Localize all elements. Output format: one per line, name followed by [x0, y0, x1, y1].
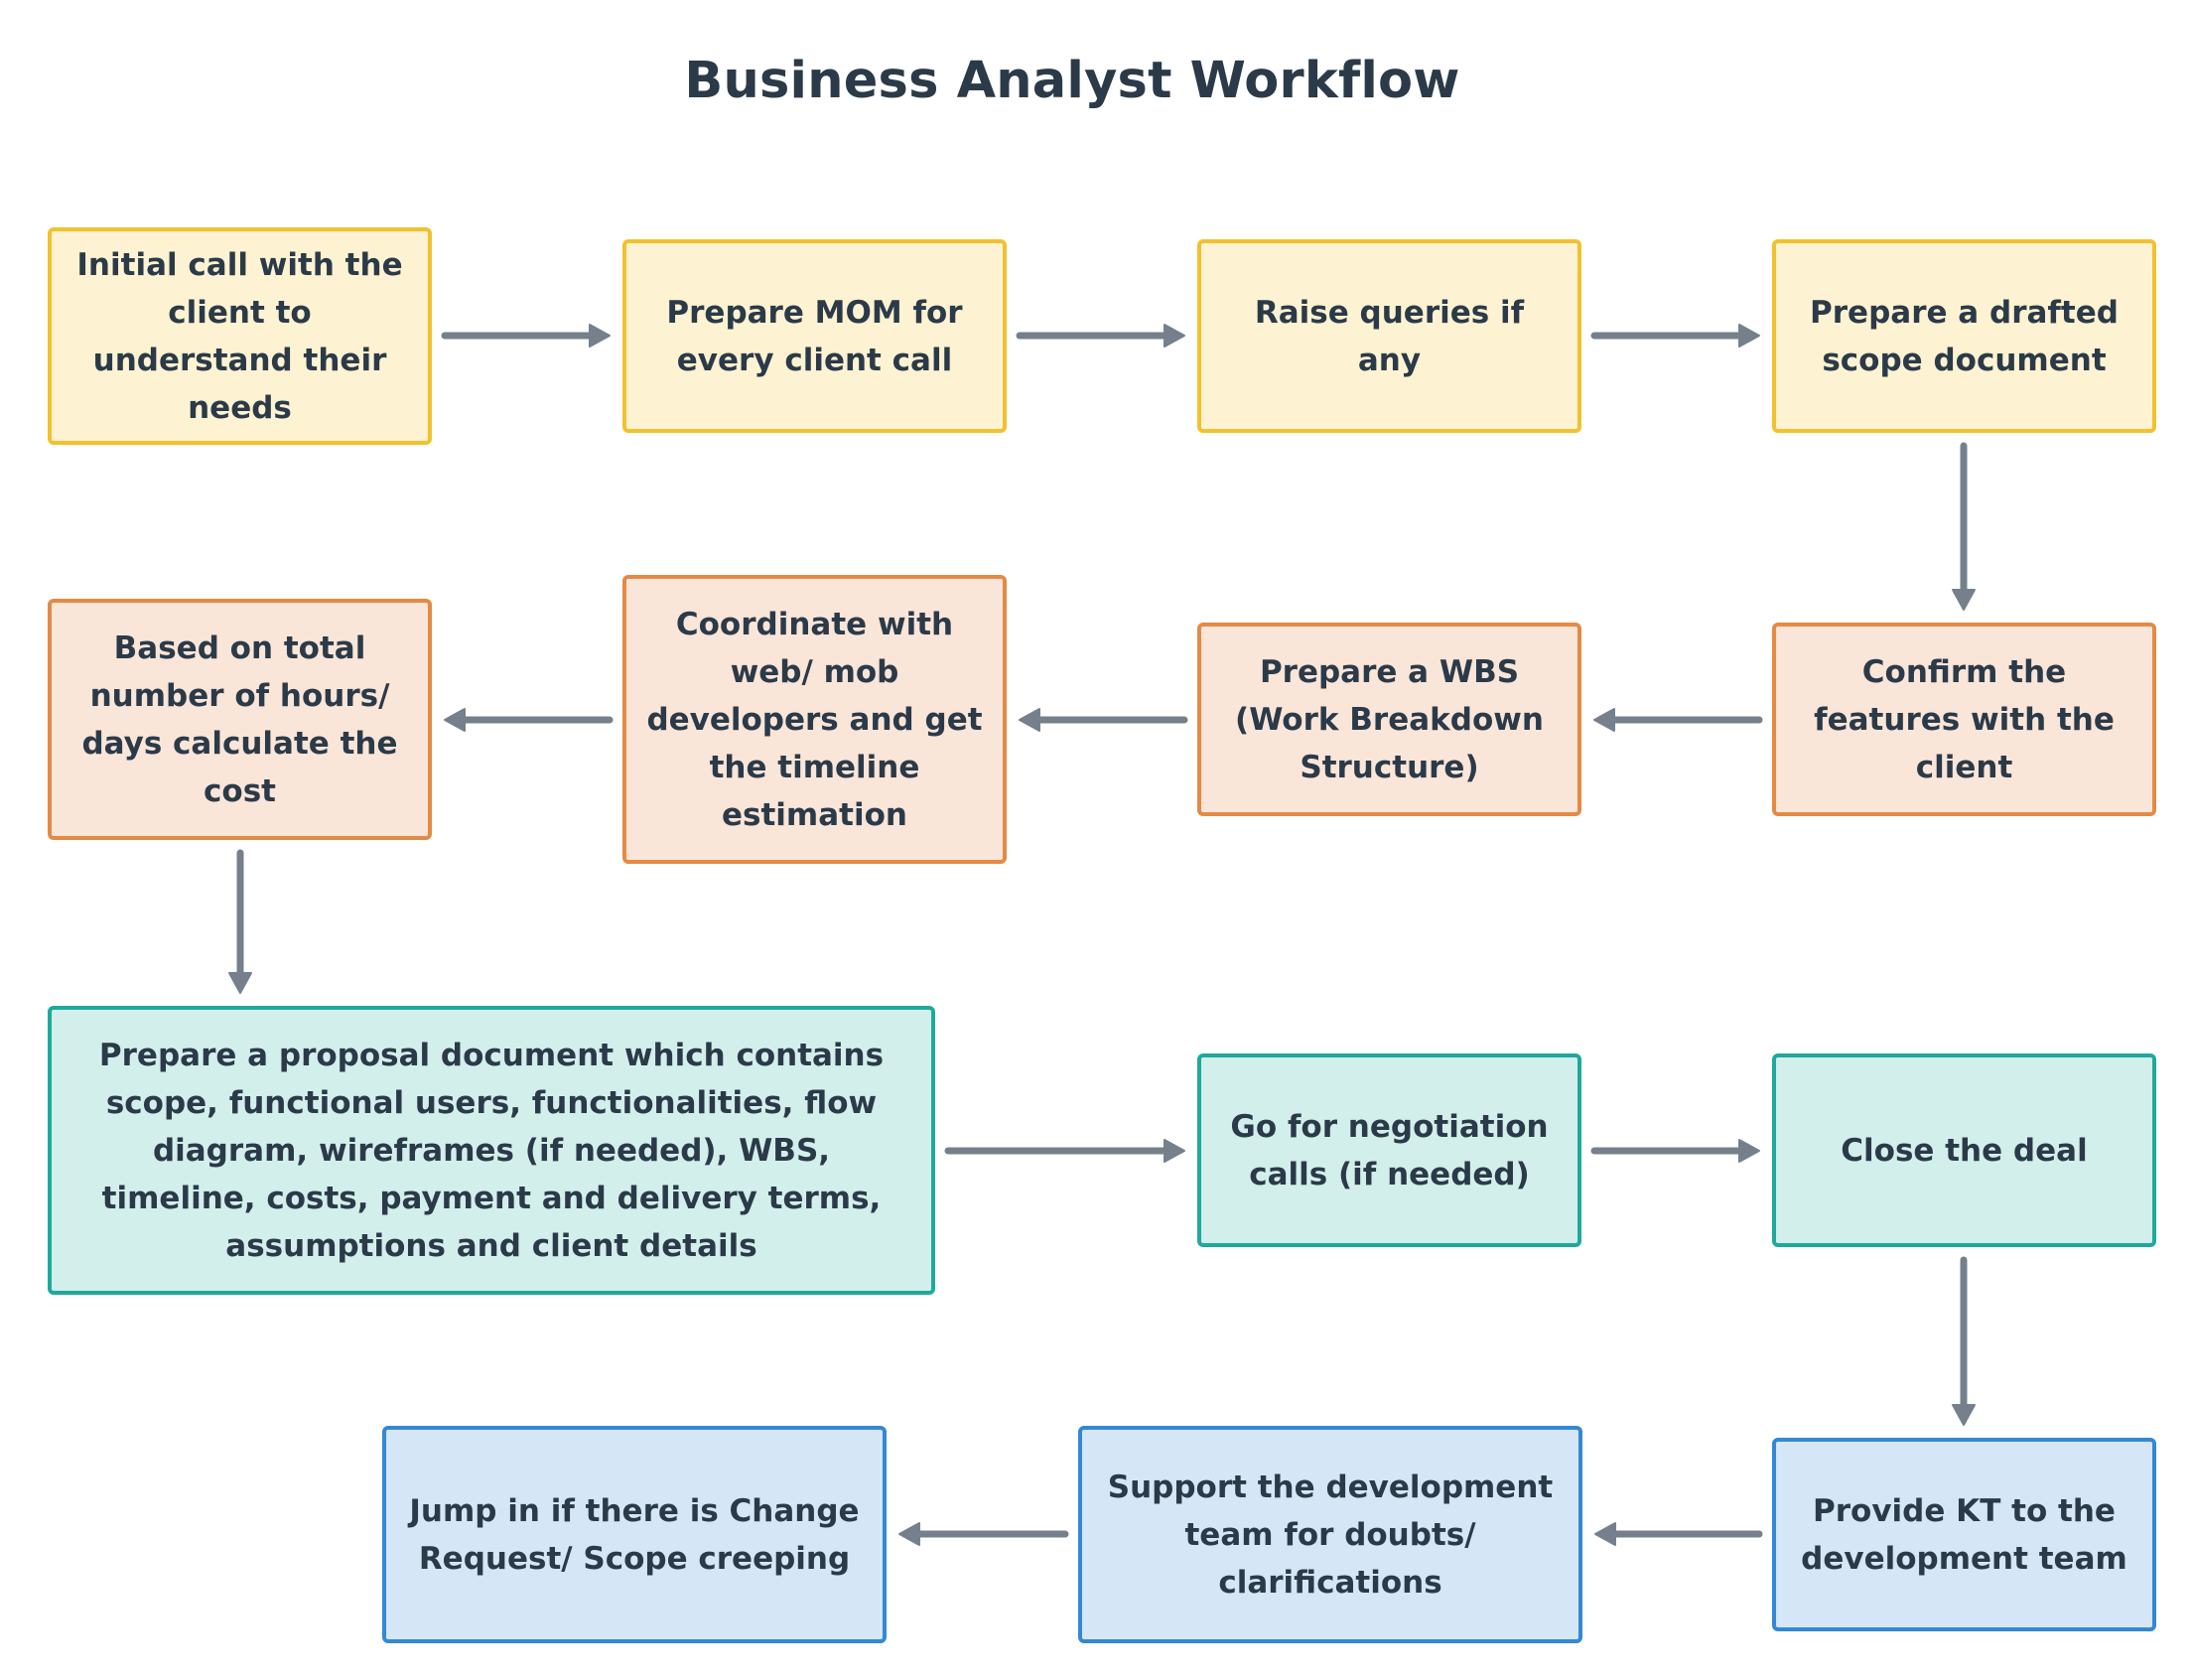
connector-arrow	[1019, 708, 1188, 732]
step-raise-queries: Raise queries if any	[1197, 239, 1581, 433]
step-prepare-mom: Prepare MOM for every client call	[622, 239, 1007, 433]
connector-arrow	[441, 324, 611, 348]
step-drafted-scope: Prepare a drafted scope document	[1772, 239, 2156, 433]
step-negotiation-calls: Go for negotiation calls (if needed)	[1197, 1053, 1581, 1247]
diagram-title: Business Analyst Workflow	[684, 52, 1460, 110]
arrowhead-icon	[1952, 1404, 1976, 1426]
step-prepare-wbs: Prepare a WBS (Work Breakdown Structure)	[1197, 623, 1581, 816]
connector-arrow	[944, 1139, 1185, 1163]
arrowhead-icon	[1019, 708, 1040, 732]
arrowhead-icon	[1738, 1139, 1760, 1163]
connector-arrow	[228, 849, 252, 994]
connector-arrow	[444, 708, 614, 732]
connector-arrow	[898, 1522, 1069, 1546]
connector-arrow	[1952, 442, 1976, 611]
connector-arrow	[1016, 324, 1185, 348]
step-coordinate-developers: Coordinate with web/ mob developers and …	[622, 575, 1007, 864]
step-proposal-document: Prepare a proposal document which contai…	[48, 1006, 935, 1295]
connector-arrow	[1593, 708, 1763, 732]
arrowhead-icon	[898, 1522, 920, 1546]
connector-arrow	[1590, 324, 1760, 348]
arrowhead-icon	[1594, 1522, 1616, 1546]
step-confirm-features: Confirm the features with the client	[1772, 623, 2156, 816]
step-close-deal: Close the deal	[1772, 1053, 2156, 1247]
arrowhead-icon	[1738, 324, 1760, 348]
step-initial-call: Initial call with the client to understa…	[48, 227, 432, 445]
arrowhead-icon	[589, 324, 611, 348]
arrowhead-icon	[1593, 708, 1615, 732]
step-support-development: Support the development team for doubts/…	[1078, 1426, 1582, 1643]
connector-arrow	[1952, 1256, 1976, 1426]
step-calculate-cost: Based on total number of hours/ days cal…	[48, 599, 432, 840]
arrowhead-icon	[1164, 324, 1185, 348]
step-change-request: Jump in if there is Change Request/ Scop…	[382, 1426, 887, 1643]
connector-arrow	[1594, 1522, 1763, 1546]
arrowhead-icon	[1164, 1139, 1185, 1163]
arrowhead-icon	[444, 708, 466, 732]
arrowhead-icon	[228, 972, 252, 994]
step-provide-kt: Provide KT to the development team	[1772, 1438, 2156, 1631]
connector-arrow	[1590, 1139, 1760, 1163]
arrowhead-icon	[1952, 589, 1976, 611]
